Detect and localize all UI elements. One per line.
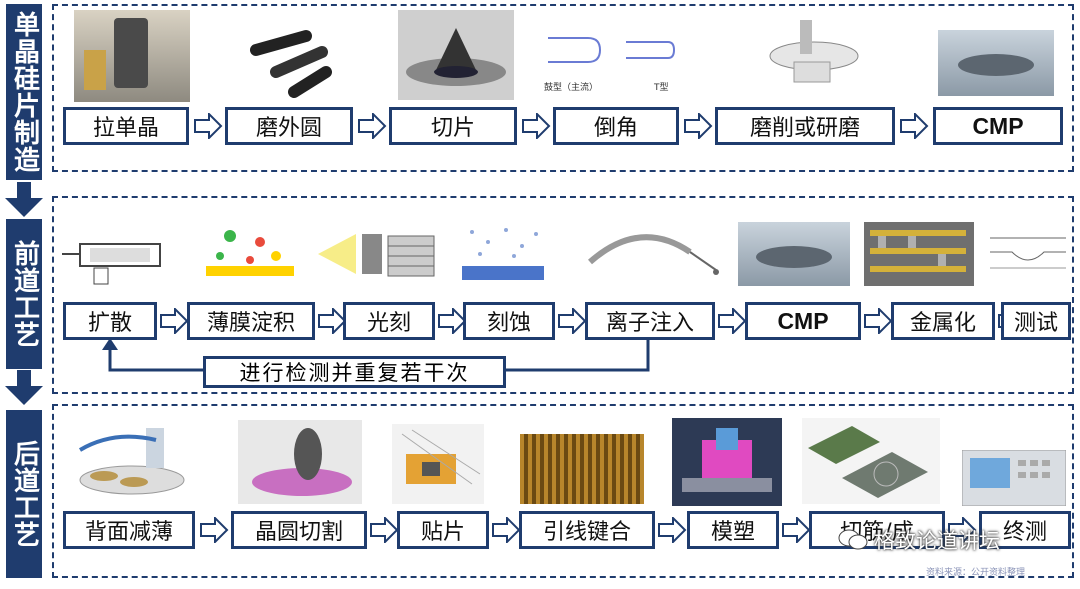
front-end-section xyxy=(52,196,1074,394)
step-slicing: 切片 xyxy=(389,107,517,145)
arrow-right-icon xyxy=(558,308,587,334)
section-label-front-end: 前道工艺 xyxy=(6,219,42,369)
watermark: 格致论道讲坛 xyxy=(838,525,1000,555)
section-label-wafer: 单晶硅片制造 xyxy=(6,4,42,180)
cmp-machine-image xyxy=(738,222,850,286)
lithography-image xyxy=(318,234,435,277)
wafer-dicing-image xyxy=(238,420,362,504)
step-chamfering: 倒角 xyxy=(553,107,679,145)
step-wafer-dicing: 晶圆切割 xyxy=(231,511,367,549)
step-wire-bonding: 引线键合 xyxy=(519,511,655,549)
down-arrow-icon xyxy=(5,182,43,217)
wechat-icon xyxy=(838,529,868,550)
wire-bonding-image xyxy=(520,434,644,504)
step-metallization: 金属化 xyxy=(891,302,995,340)
step-final-test: 终测 xyxy=(979,511,1071,549)
arrow-right-icon xyxy=(864,308,893,334)
step-lithography: 光刻 xyxy=(343,302,435,340)
step-etching: 刻蚀 xyxy=(463,302,555,340)
step-die-attach: 贴片 xyxy=(397,511,489,549)
arrow-right-icon xyxy=(948,517,977,543)
arrow-right-icon xyxy=(718,308,747,334)
arrow-right-icon xyxy=(438,308,467,334)
step-cmp-wafer: CMP xyxy=(933,107,1063,145)
watermark-text: 格致论道讲坛 xyxy=(874,529,1000,553)
grinding-diagram-image xyxy=(769,20,859,83)
down-arrow-icon xyxy=(5,370,43,405)
arrow-right-icon xyxy=(370,517,399,543)
metallization-image xyxy=(864,222,974,286)
arrow-right-icon xyxy=(200,517,229,543)
ingot-rods-image xyxy=(250,30,332,98)
chamfer-right-caption: T型 xyxy=(654,83,669,93)
step-trim-form: 切筋/成 xyxy=(809,511,945,549)
back-grinding-image xyxy=(78,428,185,495)
step-grinding-od: 磨外圆 xyxy=(225,107,353,145)
step-ion-implantation: 离子注入 xyxy=(585,302,715,340)
arrow-right-icon xyxy=(900,113,929,139)
arrow-right-icon xyxy=(684,113,713,139)
die-attach-image xyxy=(392,424,484,504)
chamfer-profile-image xyxy=(548,37,676,63)
diffusion-furnace-image xyxy=(62,243,161,285)
arrow-right-icon xyxy=(492,517,521,543)
step-lapping: 磨削或研磨 xyxy=(715,107,895,145)
molding-image xyxy=(672,418,782,506)
step-testing-front: 测试 xyxy=(1001,302,1071,340)
arrow-right-icon xyxy=(522,113,551,139)
final-test-equipment-image xyxy=(962,450,1066,506)
arrow-right-icon xyxy=(658,517,687,543)
arrow-right-icon xyxy=(358,113,387,139)
step-czochralski: 拉单晶 xyxy=(63,107,189,145)
crystal-puller-image xyxy=(74,10,190,102)
etching-image xyxy=(462,228,544,280)
trim-form-image xyxy=(802,418,940,504)
step-molding: 模塑 xyxy=(687,511,779,549)
step-diffusion: 扩散 xyxy=(63,302,157,340)
back-end-section xyxy=(52,404,1074,578)
film-deposition-image xyxy=(206,230,294,276)
step-cmp-front: CMP xyxy=(745,302,861,340)
repeat-inspection-label: 进行检测并重复若干次 xyxy=(203,356,506,388)
source-note: 资料来源：公开资料整理 xyxy=(926,568,1026,578)
arrow-right-icon xyxy=(194,113,223,139)
test-diagram-image xyxy=(990,237,1066,269)
cmp-machine-image xyxy=(938,30,1054,96)
wafer-manufacturing-section xyxy=(52,4,1074,172)
section-label-back-end: 后道工艺 xyxy=(6,410,42,578)
step-thin-film-deposition: 薄膜淀积 xyxy=(187,302,315,340)
wafer-slicing-image xyxy=(398,10,514,100)
chamfer-left-caption: 鼓型（主流） xyxy=(544,83,599,93)
ion-implant-image xyxy=(588,234,719,275)
step-back-thinning: 背面减薄 xyxy=(63,511,195,549)
arrow-right-icon xyxy=(160,308,189,334)
arrow-right-icon xyxy=(318,308,347,334)
arrow-right-icon xyxy=(782,517,811,543)
